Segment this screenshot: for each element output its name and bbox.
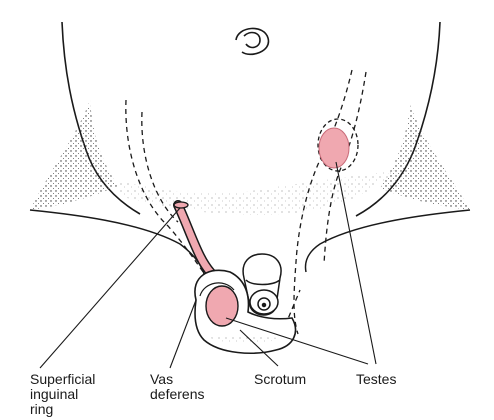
label-superficial-inguinal-ring: Superficial inguinal ring	[30, 372, 95, 417]
label-line: inguinal	[30, 386, 79, 402]
penis	[242, 253, 282, 316]
navel	[235, 27, 270, 56]
leader-lines	[39, 161, 377, 369]
scrotal-testis	[205, 285, 239, 327]
flank-shading	[30, 100, 470, 216]
label-line: Scrotum	[254, 371, 307, 387]
label-scrotum: Scrotum	[254, 372, 306, 387]
label-line: Superficial	[30, 371, 96, 387]
abdominal-testis	[317, 118, 359, 172]
label-line: Vas	[150, 371, 174, 387]
label-line: Testes	[356, 371, 397, 387]
label-testes: Testes	[356, 372, 396, 387]
label-line: ring	[30, 401, 54, 417]
label-vas-deferens: Vas deferens	[150, 372, 204, 402]
label-line: deferens	[150, 386, 205, 402]
